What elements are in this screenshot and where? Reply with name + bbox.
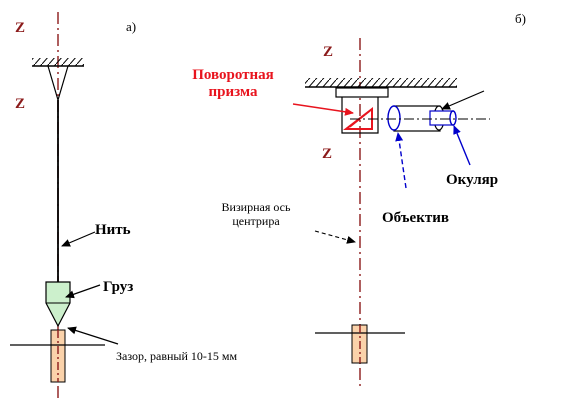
ceiling-hatch-b bbox=[305, 78, 457, 87]
sight-axis-label-line2: центрира bbox=[232, 214, 280, 228]
panel-a-drawing bbox=[10, 12, 119, 398]
rotating-prism-label-line1: Поворотная bbox=[192, 67, 274, 83]
weight-label: Груз bbox=[103, 279, 134, 295]
eyepiece-blue-arrow bbox=[453, 125, 471, 166]
axis-z-label-a-top: Z bbox=[15, 20, 26, 36]
objective-blue-arrow bbox=[395, 132, 407, 189]
eyepiece-label: Окуляр bbox=[446, 172, 499, 188]
plumb-weight bbox=[45, 281, 71, 328]
thread-label: Нить bbox=[95, 222, 131, 238]
panel-b-drawing bbox=[292, 38, 490, 390]
gap-label: Зазор, равный 10-15 мм bbox=[116, 349, 238, 363]
prism-arrow bbox=[292, 103, 354, 116]
thread-arrow bbox=[61, 231, 96, 247]
objective-label: Объектив bbox=[382, 210, 449, 226]
axis-z-label-b-mid: Z bbox=[322, 146, 333, 162]
sight-axis-label-line1: Визирная ось bbox=[221, 200, 291, 214]
axis-z-label-b-top: Z bbox=[323, 44, 334, 60]
rotating-prism-label: Поворотная призма bbox=[178, 67, 288, 101]
sight-axis-arrow bbox=[314, 230, 356, 244]
eyepiece-black-arrow bbox=[441, 90, 485, 110]
mount-plate bbox=[335, 87, 389, 98]
panel-b-label: б) bbox=[515, 11, 526, 26]
eyepiece-lens bbox=[449, 110, 457, 126]
gap-arrow bbox=[67, 326, 119, 345]
panel-a-label: а) bbox=[126, 19, 137, 34]
rotating-prism-label-line2: призма bbox=[208, 84, 258, 100]
ceiling-hatch-a bbox=[32, 58, 84, 66]
axis-z-label-a-mid: Z bbox=[15, 96, 26, 112]
sight-axis-label: Визирная ось центрира bbox=[196, 200, 316, 228]
objective-lens bbox=[387, 105, 401, 131]
weight-arrow bbox=[65, 284, 101, 299]
